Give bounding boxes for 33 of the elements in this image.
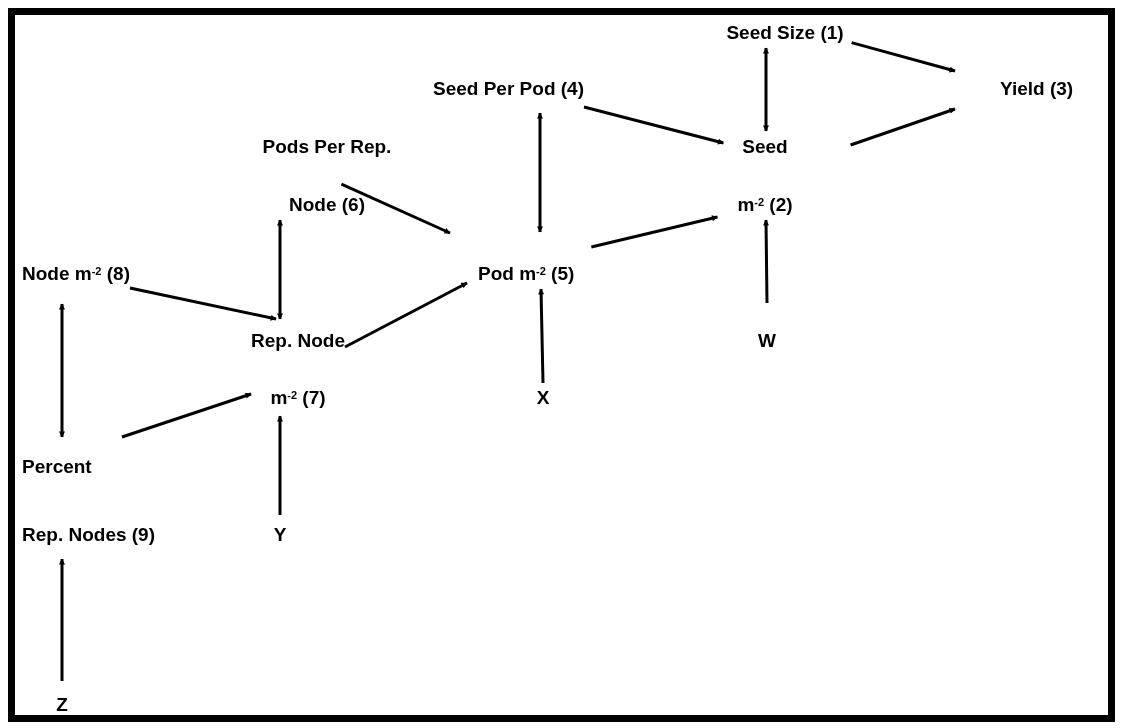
arrow (277, 219, 283, 320)
arrow (763, 219, 770, 304)
arrow (121, 392, 252, 439)
arrow (59, 558, 65, 681)
arrow (344, 281, 468, 349)
arrow (340, 182, 451, 235)
variable-label: Yield (3) (1000, 77, 1074, 101)
variable-label: X (536, 386, 550, 410)
arrow (129, 286, 277, 321)
arrow (538, 288, 545, 384)
arrow (851, 41, 956, 73)
variable-label: Seed Per Pod (4) (433, 77, 584, 101)
arrow (583, 105, 724, 145)
variable-label: Rep. Node (251, 329, 345, 353)
variable-label: Y (273, 523, 287, 547)
arrow (850, 107, 956, 147)
arrow (591, 215, 718, 249)
variable-label: Seed Size (1) (726, 21, 844, 45)
variable-label: Pods Per Rep. (262, 135, 392, 159)
arrow (763, 47, 769, 132)
variable-label: Node (6) (289, 193, 365, 217)
variable-label: Rep. Nodes (9) (22, 523, 156, 547)
variable-label: Node m$^{-2}$ (8) (22, 262, 130, 286)
arrow (59, 303, 65, 438)
variable-label: m$^{-2}$ (2) (737, 193, 793, 217)
variable-label: Pod m$^{-2}$ (5) (478, 262, 575, 286)
variable-label: m$^{-2}$ (7) (270, 386, 326, 410)
arrow (277, 415, 283, 515)
variable-label: Seed (742, 135, 788, 159)
variable-label: Percent (22, 455, 92, 479)
arrow (537, 112, 543, 233)
variable-label: Z (56, 693, 68, 717)
variable-label: W (758, 329, 776, 353)
